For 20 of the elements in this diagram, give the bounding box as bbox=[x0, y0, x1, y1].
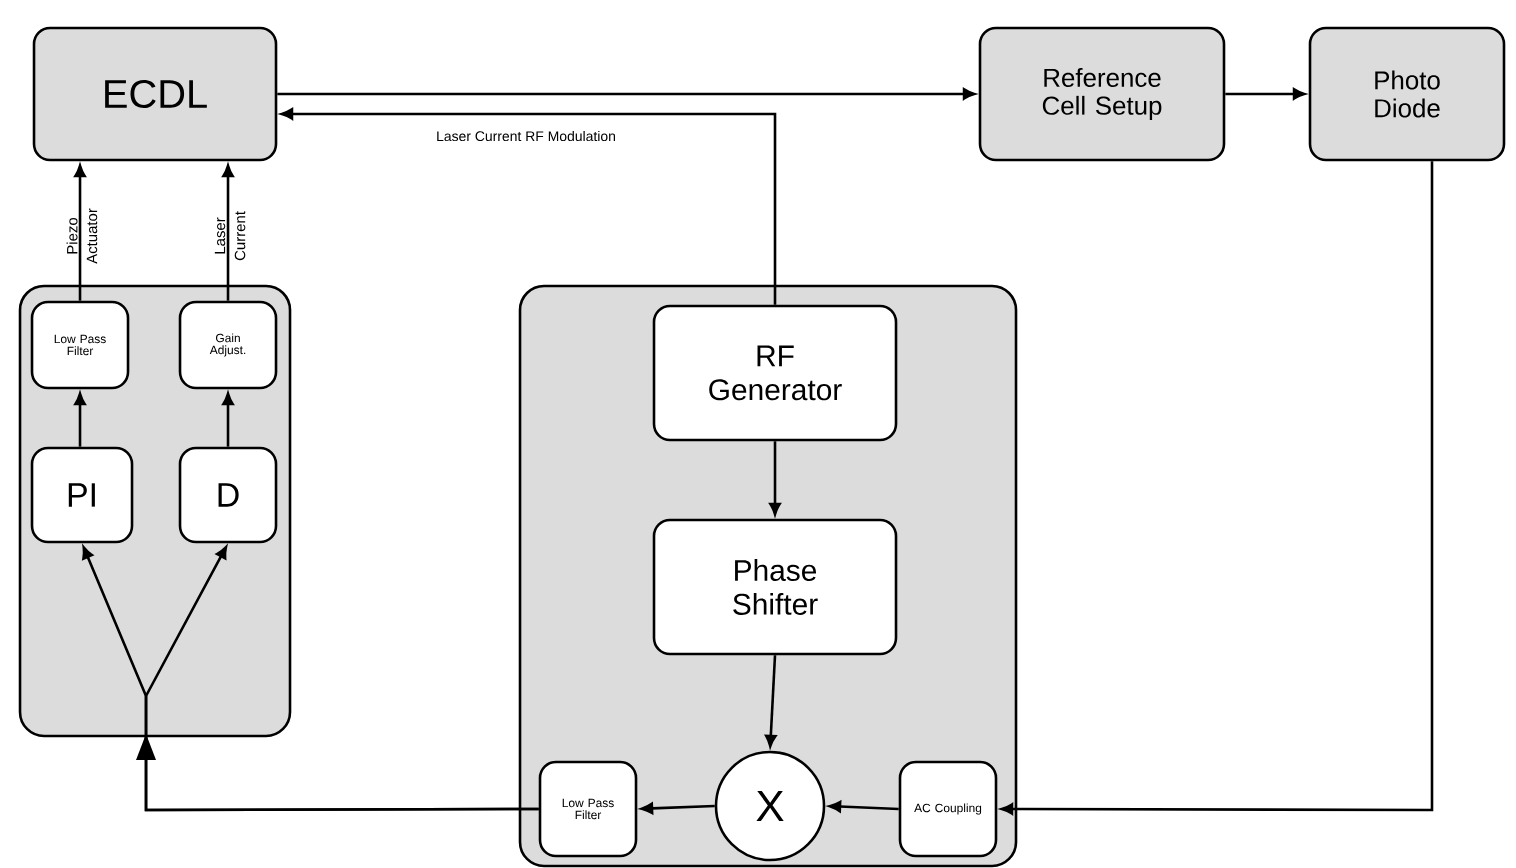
arrow bbox=[769, 441, 781, 516]
arrow bbox=[1225, 88, 1306, 100]
process-box: Phase Shifter bbox=[652, 518, 898, 656]
process-box: D bbox=[178, 446, 278, 544]
arrow bbox=[74, 392, 86, 447]
process-box: RF Generator bbox=[652, 304, 898, 442]
arrow bbox=[828, 800, 899, 813]
arrow bbox=[222, 392, 234, 447]
process-box: Reference Cell Setup bbox=[978, 26, 1226, 162]
arrow bbox=[277, 88, 976, 100]
process-box: Photo Diode bbox=[1308, 26, 1506, 162]
arrow bbox=[1000, 161, 1434, 815]
arrow bbox=[764, 655, 777, 748]
process-box: ECDL bbox=[32, 26, 278, 162]
arrow-head bbox=[136, 734, 156, 760]
arrow bbox=[222, 164, 234, 301]
arrow bbox=[74, 164, 86, 301]
process-box: PI bbox=[30, 446, 134, 544]
arrow bbox=[640, 802, 715, 815]
arrow bbox=[280, 108, 777, 305]
